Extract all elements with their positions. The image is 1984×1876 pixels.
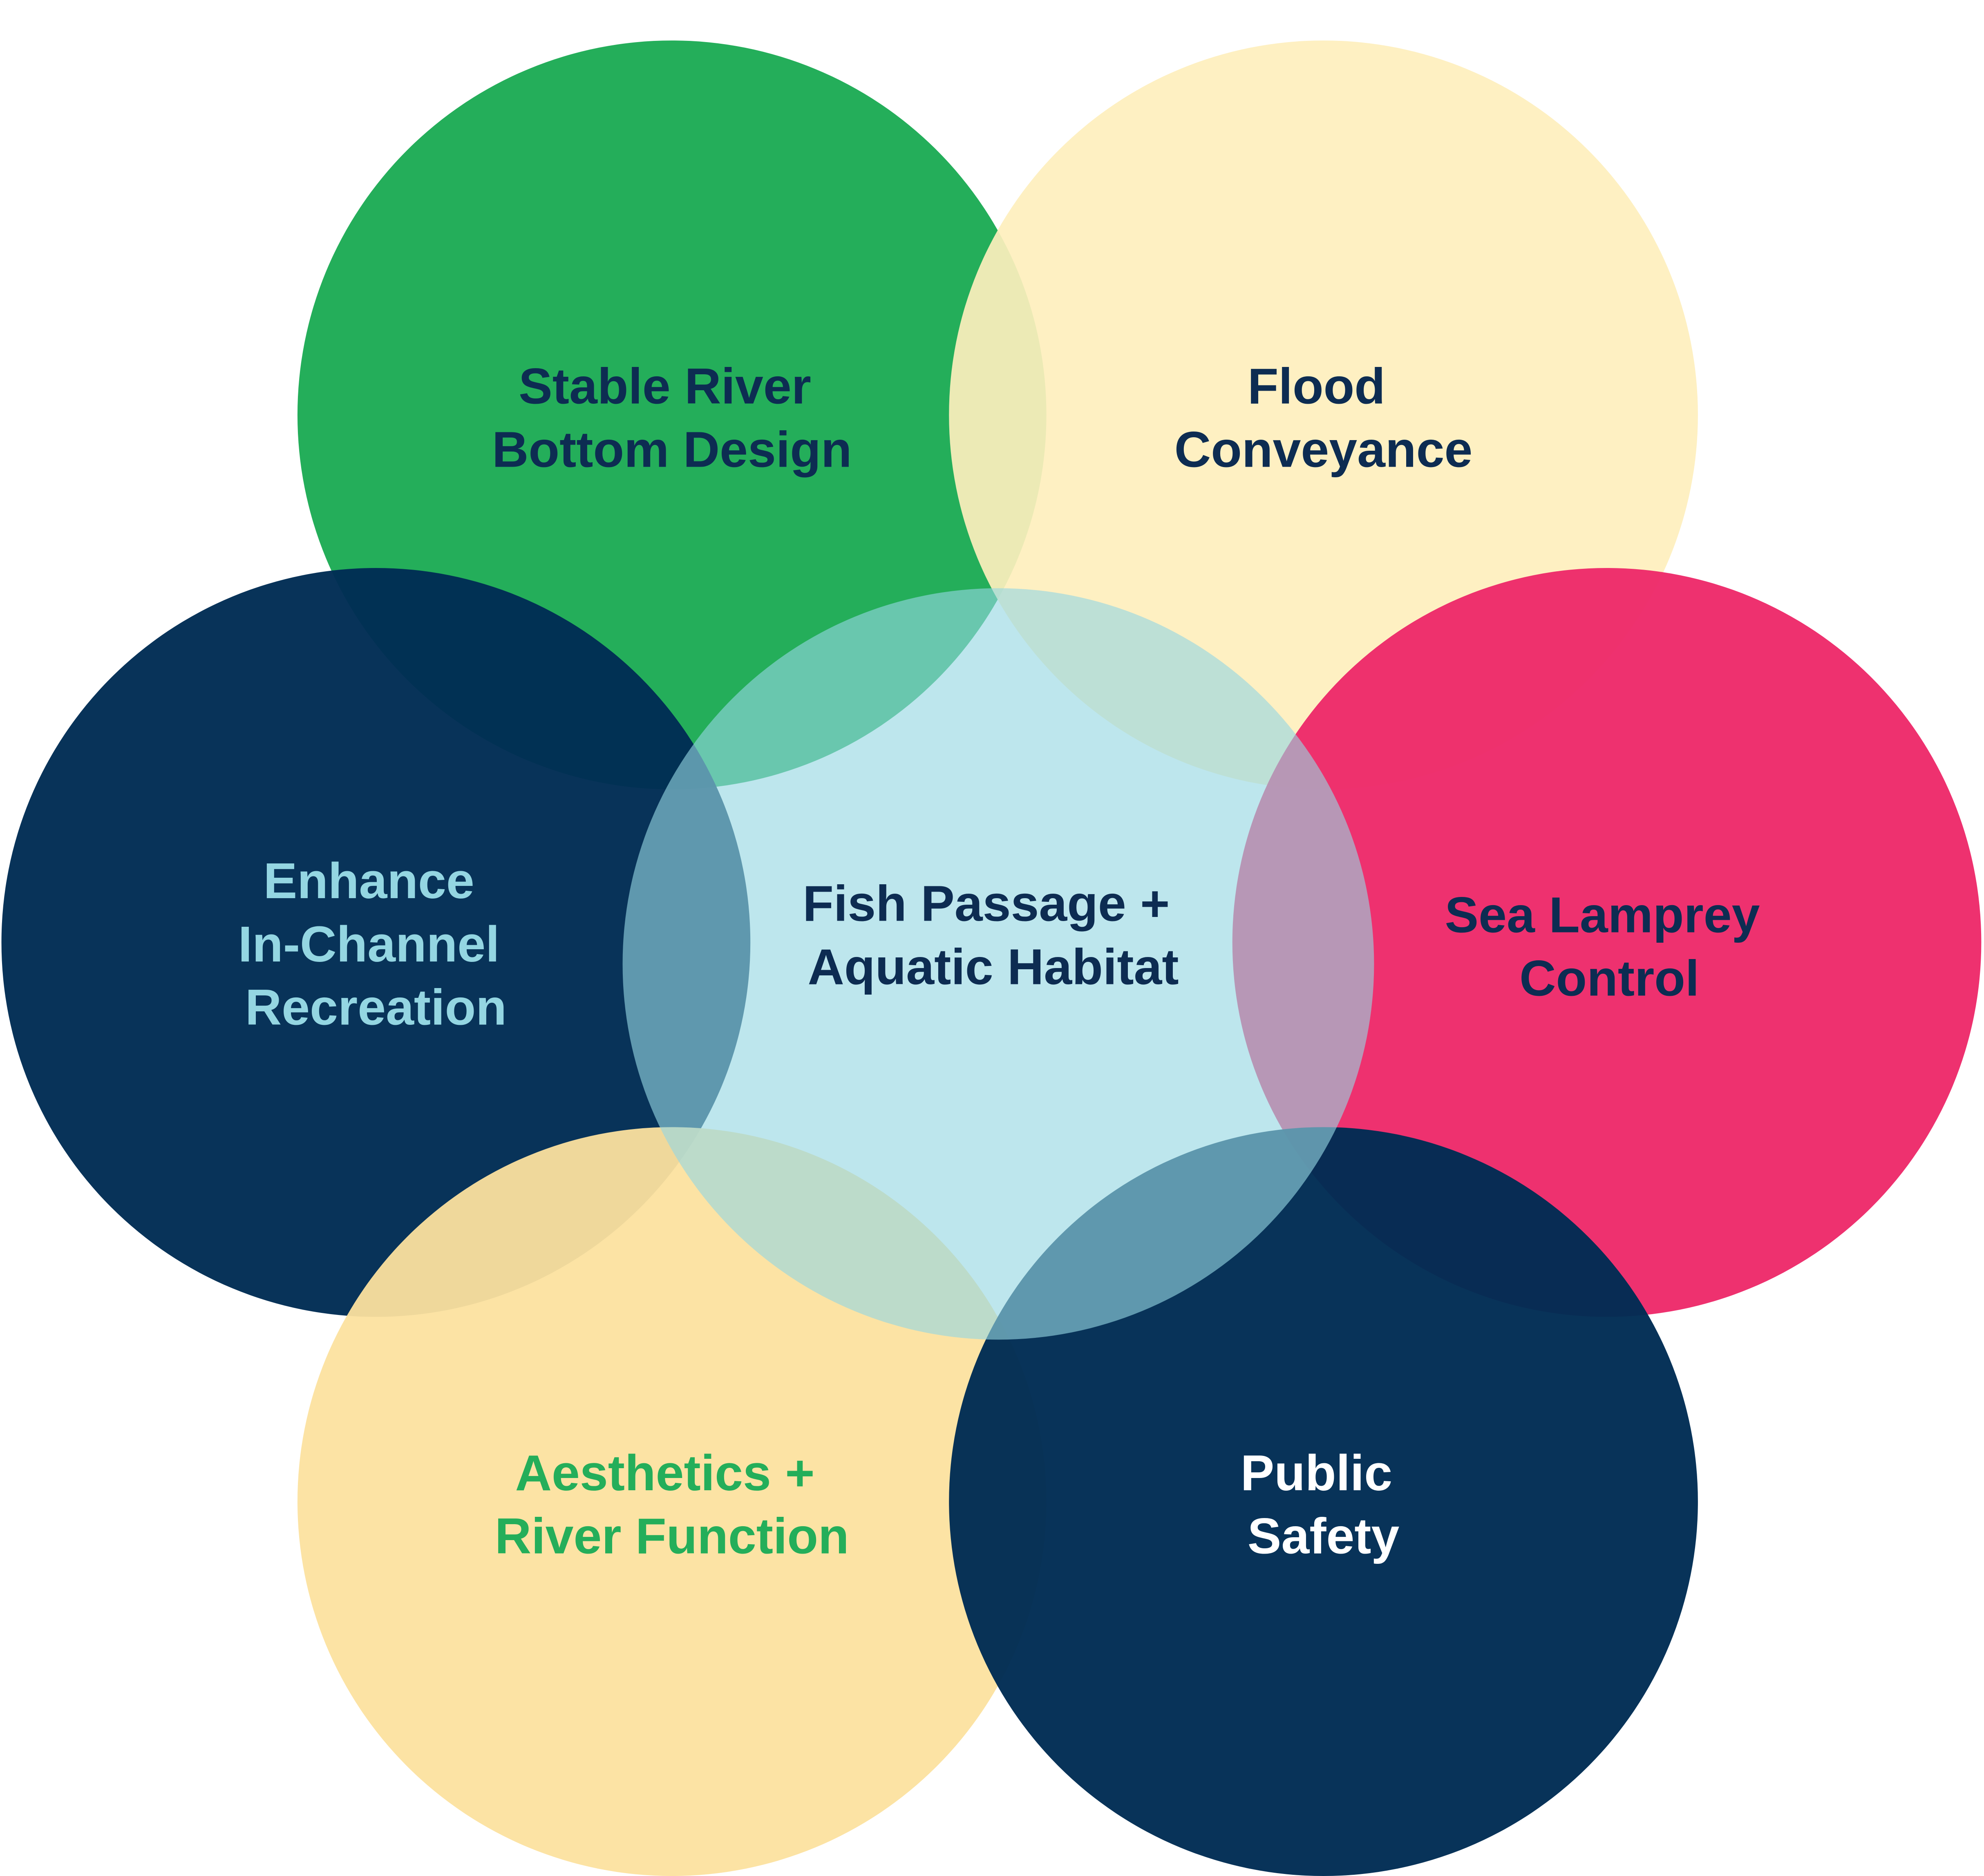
circle-enhance bbox=[1, 568, 751, 1317]
label-stable-river: Stable River Bottom Design bbox=[492, 358, 852, 478]
circle-public-safety bbox=[949, 1127, 1698, 1876]
label-aesthetics: Aesthetics + River Function bbox=[495, 1445, 849, 1565]
label-center-fish-passage: Fish Passage + Aquatic Habitat bbox=[803, 876, 1184, 995]
circle-sea-lamprey bbox=[1232, 568, 1982, 1317]
label-sea-lamprey: Sea Lamprey Control bbox=[1445, 887, 1774, 1007]
label-public-safety: Public Safety bbox=[1241, 1445, 1407, 1565]
circle-center-fish-passage bbox=[622, 588, 1374, 1340]
label-flood: Flood Conveyance bbox=[1174, 358, 1473, 478]
circle-aesthetics bbox=[297, 1127, 1047, 1876]
label-enhance: Enhance In-Channel Recreation bbox=[238, 853, 514, 1036]
